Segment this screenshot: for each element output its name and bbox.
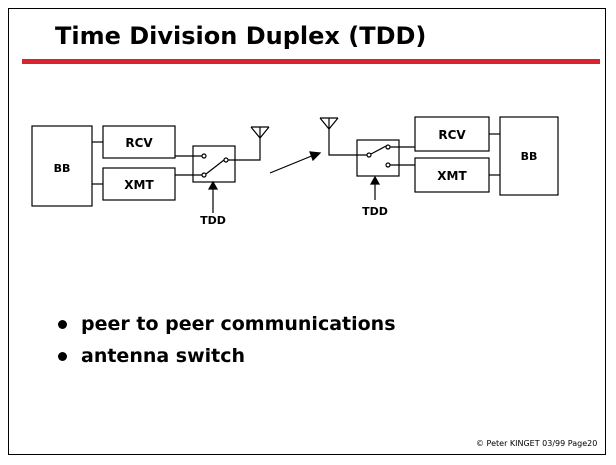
slide-footer: © Peter KINGET 03/99 Page20 [476, 439, 598, 448]
link-arrow-icon [269, 151, 322, 174]
left-node: BB RCV XMT TDD [31, 125, 270, 227]
slide-title: Time Division Duplex (TDD) [55, 22, 427, 50]
left-rcv-label: RCV [125, 136, 153, 150]
left-xmt-label: XMT [124, 178, 154, 192]
bullet-item: antenna switch [58, 340, 396, 372]
right-tdd-label: TDD [362, 205, 388, 218]
left-tdd-label: TDD [200, 214, 226, 227]
right-bb-block [499, 116, 559, 196]
left-antenna-icon [250, 126, 270, 139]
left-bb-label: BB [54, 162, 71, 175]
slide-frame [8, 8, 606, 455]
title-underline [22, 59, 600, 64]
right-node: TDD RCV XMT BB [319, 116, 559, 218]
bullet-dot-icon [58, 319, 67, 329]
left-tdd-control-arrow [207, 180, 219, 213]
right-switch-icon [328, 129, 415, 177]
right-rcv-label: RCV [438, 128, 466, 142]
left-switch-icon [175, 138, 261, 183]
right-tdd-control-arrow [369, 175, 381, 200]
bullet-text: peer to peer communications [81, 313, 396, 335]
right-bb-label: BB [521, 150, 538, 163]
right-xmt-label: XMT [437, 169, 467, 183]
bullet-item: peer to peer communications [58, 308, 396, 340]
bullet-text: antenna switch [81, 345, 246, 367]
right-antenna-icon [319, 117, 339, 130]
left-bb-block [31, 125, 93, 207]
bullet-list: peer to peer communications antenna swit… [58, 308, 396, 372]
bullet-dot-icon [58, 351, 67, 361]
